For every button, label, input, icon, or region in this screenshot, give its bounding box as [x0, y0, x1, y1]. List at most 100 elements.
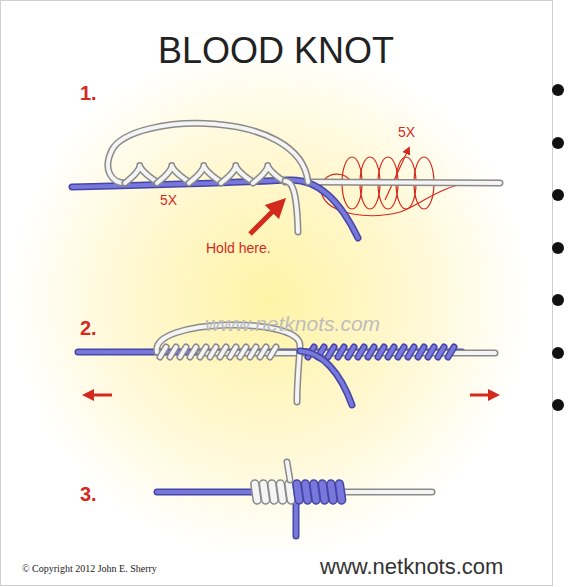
line-wrap — [200, 347, 206, 357]
knot-drawing — [308, 182, 500, 183]
step-number: 1. — [80, 82, 97, 105]
line-wrap — [338, 347, 344, 357]
line-wrap — [230, 347, 236, 357]
line-wrap — [358, 347, 364, 357]
line-wrap — [378, 347, 384, 357]
line-wrap — [170, 347, 176, 357]
hold-arrow — [250, 205, 279, 234]
pull-arrow — [88, 394, 112, 397]
line-wrap — [378, 347, 384, 357]
knot-drawing — [308, 182, 500, 183]
pull-arrow — [470, 394, 494, 397]
line-wrap — [418, 347, 424, 357]
knot-drawing — [285, 181, 298, 232]
turn-count: 5X — [160, 192, 177, 208]
line-wrap — [253, 166, 285, 183]
line-wrap — [157, 166, 189, 183]
line-wrap — [388, 347, 394, 357]
line-wrap — [180, 347, 186, 357]
step-three — [157, 462, 432, 536]
knot-drawing — [108, 123, 308, 183]
line-wrap — [160, 347, 166, 357]
line-wrap — [398, 347, 404, 357]
knot-drawing — [552, 84, 564, 96]
title: BLOOD KNOT — [158, 30, 394, 72]
line-wrap — [438, 347, 444, 357]
line-wrap — [338, 347, 344, 357]
line-wrap — [160, 347, 166, 357]
knot-drawing — [157, 325, 300, 402]
hold-note: Hold here. — [206, 240, 271, 256]
knot-drawing — [72, 180, 358, 238]
line-wrap — [189, 166, 221, 183]
line-wrap — [358, 347, 364, 357]
line-wrap — [418, 347, 424, 357]
line-wrap — [328, 347, 334, 357]
line-wrap — [250, 347, 256, 357]
line-wrap — [408, 347, 414, 357]
line-wrap — [287, 462, 290, 480]
line-wrap — [348, 347, 354, 357]
line-wrap — [190, 347, 196, 357]
line-wrap — [408, 347, 414, 357]
knot-drawing — [300, 351, 352, 405]
glow-ground — [12, 60, 542, 550]
line-wrap — [250, 347, 256, 357]
step-two — [78, 325, 495, 405]
knot-drawing — [552, 347, 564, 359]
step-number: 2. — [80, 317, 97, 340]
line-wrap — [253, 166, 285, 183]
line-wrap — [125, 166, 157, 183]
line-wrap — [221, 166, 253, 183]
line-wrap — [200, 347, 206, 357]
knot-drawing — [285, 181, 298, 232]
line-wrap — [240, 347, 246, 357]
knot-drawing — [157, 489, 262, 496]
knot-drawing — [552, 242, 564, 254]
knot-drawing — [250, 462, 346, 504]
line-wrap — [210, 347, 216, 357]
line-wrap — [348, 347, 354, 357]
line-wrap — [170, 347, 176, 357]
line-wrap — [335, 480, 346, 505]
bullet-dots — [552, 84, 564, 411]
line-wrap — [190, 347, 196, 357]
line-wrap — [157, 166, 189, 183]
knot-drawing — [552, 399, 564, 411]
step-number: 3. — [80, 483, 97, 506]
line-wrap — [180, 347, 186, 357]
knot-drawing — [157, 325, 300, 402]
line-wrap — [240, 347, 246, 357]
line-wrap — [221, 166, 253, 183]
line-wrap — [189, 166, 221, 183]
site-url: www.netknots.com — [320, 554, 503, 580]
line-wrap — [448, 347, 454, 357]
knot-drawing — [108, 123, 308, 183]
knot-drawing — [157, 490, 262, 494]
copyright: © Copyright 2012 John E. Sherry — [22, 563, 157, 574]
line-wrap — [220, 347, 226, 357]
line-wrap — [260, 347, 266, 357]
line-wrap — [368, 347, 374, 357]
knot-drawing — [72, 180, 358, 238]
step-one — [72, 123, 500, 238]
line-wrap — [428, 347, 434, 357]
line-wrap — [368, 347, 374, 357]
line-wrap — [125, 166, 157, 183]
frame — [1, 1, 553, 586]
line-wrap — [328, 347, 334, 357]
line-wrap — [210, 347, 216, 357]
line-wrap — [428, 347, 434, 357]
line-wrap — [448, 347, 454, 357]
line-wrap — [220, 347, 226, 357]
line-wrap — [230, 347, 236, 357]
knot-drawing — [125, 166, 285, 183]
line-wrap — [388, 347, 394, 357]
knot-drawing — [300, 351, 352, 405]
line-wrap — [398, 347, 404, 357]
knot-drawing — [385, 150, 408, 200]
watermark: www.netknots.com — [205, 312, 380, 336]
knot-drawing — [552, 137, 564, 149]
line-wrap — [260, 347, 266, 357]
